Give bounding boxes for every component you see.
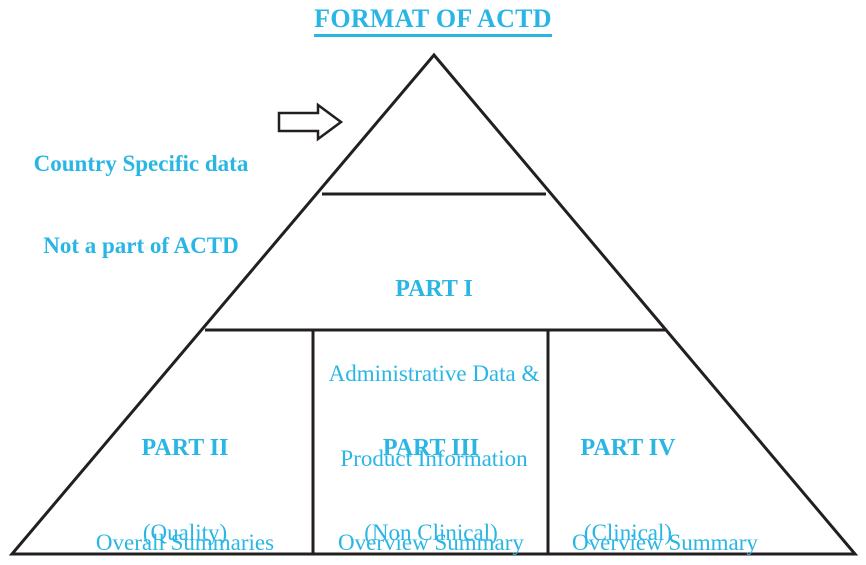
part-3-subheading: (Non Clinical) (364, 520, 498, 546)
part-1-line-2: Product Information (340, 445, 528, 471)
part-1-heading: PART I (395, 276, 473, 303)
right-block-arrow-icon (277, 102, 344, 142)
part-3-heading: PART III (382, 435, 480, 462)
part-3-line-1: Overview Summary (338, 530, 524, 556)
part-1-line-1: Administrative Data & (328, 361, 540, 387)
part-2-body-group: Overall Summaries And reports (60, 473, 310, 565)
callout-line-2: Not a part of ACTD (43, 232, 239, 258)
callout-line-1: Country Specific data (33, 151, 249, 177)
part-2-heading: PART II (141, 435, 229, 462)
page-title-text: FORMAT OF ACTD (314, 4, 552, 37)
part-4-line-1: Overview Summary (572, 530, 758, 556)
pyramid-triangle-outline (8, 52, 859, 556)
part-4-body-group: Overview Summary And Study reports (556, 473, 774, 565)
part-2-heading-group: PART II (Quality) (110, 378, 260, 565)
part-4-heading-group: PART IV (Clinical) (552, 378, 704, 565)
part-1-section-text: PART I Administrative Data & Product Inf… (284, 219, 584, 529)
page-title: FORMAT OF ACTD (0, 4, 866, 37)
country-specific-callout: Country Specific data Not a part of ACTD (6, 96, 276, 313)
part-2-line-1: Overall Summaries (95, 530, 275, 556)
part-2-subheading: (Quality) (142, 520, 228, 546)
part-3-heading-group: PART III (Non Clinical) (330, 378, 532, 565)
part-4-subheading: (Clinical) (583, 520, 673, 546)
part-4-heading: PART IV (580, 435, 676, 462)
part-3-body-group: Overview Summary And Study reports (322, 473, 540, 565)
